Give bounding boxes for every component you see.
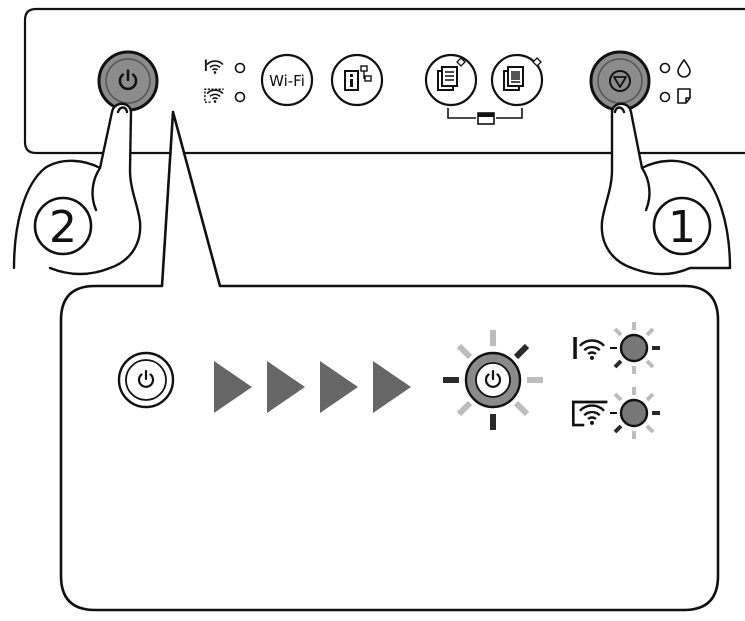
wifi-direct-icon [204, 88, 224, 104]
copy-bw-button[interactable] [424, 53, 478, 107]
paper-error-icon [677, 88, 691, 104]
wifi-direct-icon [571, 400, 608, 427]
step-one-badge: 1 [652, 196, 712, 256]
play-arrow-icon [373, 361, 411, 413]
wifi-button[interactable]: Wi-Fi [260, 53, 314, 107]
play-arrow-icon [267, 361, 305, 413]
wifi-icon [573, 337, 606, 362]
copy-paper-bracket [447, 108, 523, 125]
power-button-on [443, 330, 543, 430]
wifi-direct-status-lamp [204, 88, 246, 104]
wifi-button-label: Wi-Fi [269, 72, 305, 90]
ink-drop-icon [677, 58, 691, 78]
step-one-number: 1 [668, 202, 696, 253]
right-pointing-hand: 1 [600, 102, 732, 276]
stop-icon [609, 70, 631, 92]
power-button-off [117, 351, 175, 409]
wifi-status-lamp [204, 59, 246, 75]
copy-color-icon [503, 57, 542, 91]
play-arrow-icon [320, 361, 358, 413]
progress-arrows [214, 361, 411, 413]
stop-button[interactable] [589, 50, 651, 112]
wifi-direct-lamp-blinking [571, 387, 660, 439]
paper-status-lamp [659, 88, 691, 104]
step-two-number: 2 [49, 202, 77, 253]
ink-status-lamp [659, 58, 691, 78]
callout-box [59, 110, 720, 612]
wifi-icon [204, 59, 224, 75]
step-two-badge: 2 [33, 196, 93, 256]
paper-icon [477, 112, 495, 125]
blinking-light-icon [613, 387, 660, 439]
wifi-lamp-blinking [573, 322, 660, 374]
power-button[interactable] [97, 50, 159, 112]
network-info-button[interactable] [330, 53, 384, 107]
blinking-light-icon [443, 330, 543, 430]
control-panel [23, 7, 745, 155]
blinking-light-icon [613, 322, 660, 374]
info-network-icon [344, 65, 372, 91]
left-pointing-hand: 2 [12, 102, 142, 276]
play-arrow-icon [214, 361, 252, 413]
copy-color-button[interactable] [490, 53, 544, 107]
copy-bw-icon [437, 57, 466, 91]
